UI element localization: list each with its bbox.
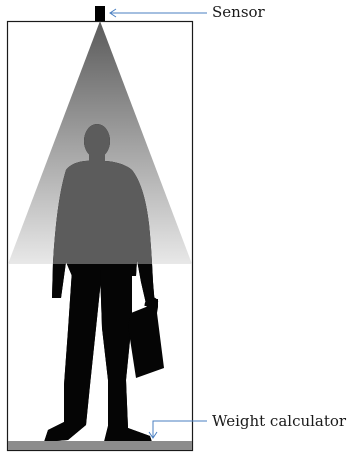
sensor-block-icon bbox=[95, 6, 105, 21]
briefcase-icon bbox=[128, 299, 164, 378]
weight-plate-icon bbox=[8, 441, 192, 450]
sensor-callout bbox=[110, 9, 207, 17]
sensor-label: Sensor bbox=[212, 5, 265, 20]
weight-calculator-label: Weight calculator bbox=[212, 414, 346, 429]
weight-calculator-callout bbox=[149, 421, 207, 438]
